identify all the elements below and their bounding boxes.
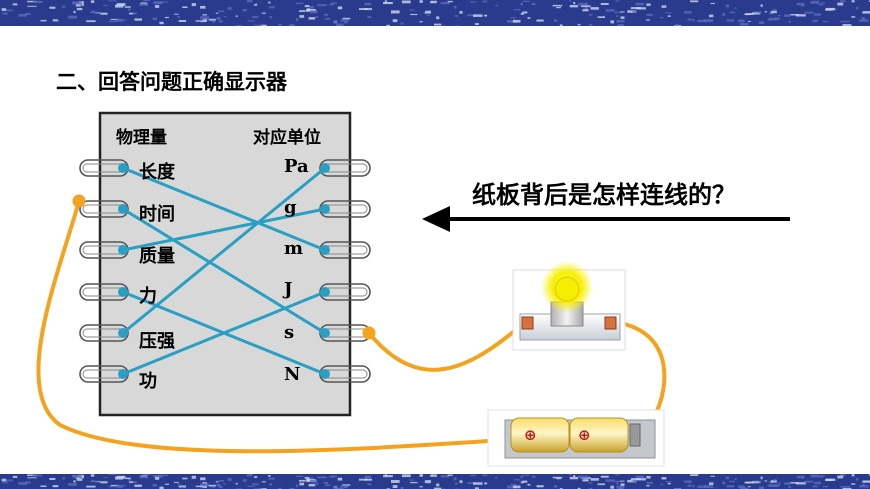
hidden-wire-6 bbox=[122, 290, 326, 376]
wire-end-left-4 bbox=[118, 287, 128, 297]
battery-cell-1-icon bbox=[510, 417, 570, 453]
pointer-arrow-icon bbox=[422, 206, 790, 232]
question-text: 纸板背后是怎样连线的？ bbox=[472, 181, 736, 209]
quantity-label-length: 长度 bbox=[139, 162, 175, 183]
hidden-wire-3 bbox=[122, 207, 326, 252]
wire-end-left-6 bbox=[118, 369, 128, 379]
wire-end-right-5 bbox=[320, 163, 330, 173]
probe-tip-left[interactable] bbox=[72, 194, 86, 208]
wire-end-right-3 bbox=[320, 204, 330, 214]
probe-wire-left bbox=[36, 200, 506, 454]
unit-label-pa: Pa bbox=[284, 156, 309, 177]
wire-end-left-5 bbox=[118, 328, 128, 338]
wire-end-right-1 bbox=[320, 245, 330, 255]
quantity-label-time: 时间 bbox=[139, 204, 175, 225]
battery-holder: ⊕ ⊕ bbox=[487, 409, 665, 467]
unit-label-j: J bbox=[284, 279, 293, 300]
quantity-label-mass: 质量 bbox=[139, 246, 175, 267]
lamp-terminal-left-icon bbox=[521, 316, 534, 330]
bulb-icon bbox=[554, 276, 580, 302]
wire-end-right-6 bbox=[320, 287, 330, 297]
lamp-terminal-right-icon bbox=[604, 316, 617, 330]
wire-end-left-2 bbox=[118, 204, 128, 214]
top-decorative-band bbox=[0, 0, 870, 26]
lamp-holder bbox=[512, 261, 626, 351]
battery-plus-symbol-2: ⊕ bbox=[578, 426, 591, 444]
wire-end-right-4 bbox=[320, 369, 330, 379]
probe-wire-right bbox=[367, 320, 527, 372]
wire-end-left-1 bbox=[118, 163, 128, 173]
unit-column-header: 对应单位 bbox=[253, 128, 321, 148]
quantity-label-work: 功 bbox=[139, 371, 157, 392]
hidden-wire-2 bbox=[122, 207, 326, 335]
wire-end-left-3 bbox=[118, 245, 128, 255]
quantity-column-header: 物理量 bbox=[116, 128, 167, 148]
page-title: 二、回答问题正确显示器 bbox=[56, 70, 287, 94]
bottom-decorative-band bbox=[0, 474, 870, 489]
wire-end-right-2 bbox=[320, 328, 330, 338]
quantity-label-force: 力 bbox=[139, 286, 157, 307]
hidden-wire-1 bbox=[122, 166, 326, 252]
hidden-wire-5 bbox=[122, 166, 326, 335]
unit-label-g: g bbox=[284, 197, 297, 218]
hidden-wire-group bbox=[118, 163, 330, 379]
battery-cell-2-icon bbox=[569, 417, 629, 453]
battery-terminal-icon bbox=[629, 423, 641, 447]
quantity-label-pressure: 压强 bbox=[139, 331, 175, 352]
unit-label-s: s bbox=[284, 322, 295, 343]
probe-tip-right[interactable] bbox=[362, 326, 376, 340]
battery-plus-symbol-1: ⊕ bbox=[524, 426, 537, 444]
cardboard-panel bbox=[98, 111, 352, 417]
unit-label-m: m bbox=[284, 238, 304, 259]
unit-label-n: N bbox=[284, 364, 301, 385]
